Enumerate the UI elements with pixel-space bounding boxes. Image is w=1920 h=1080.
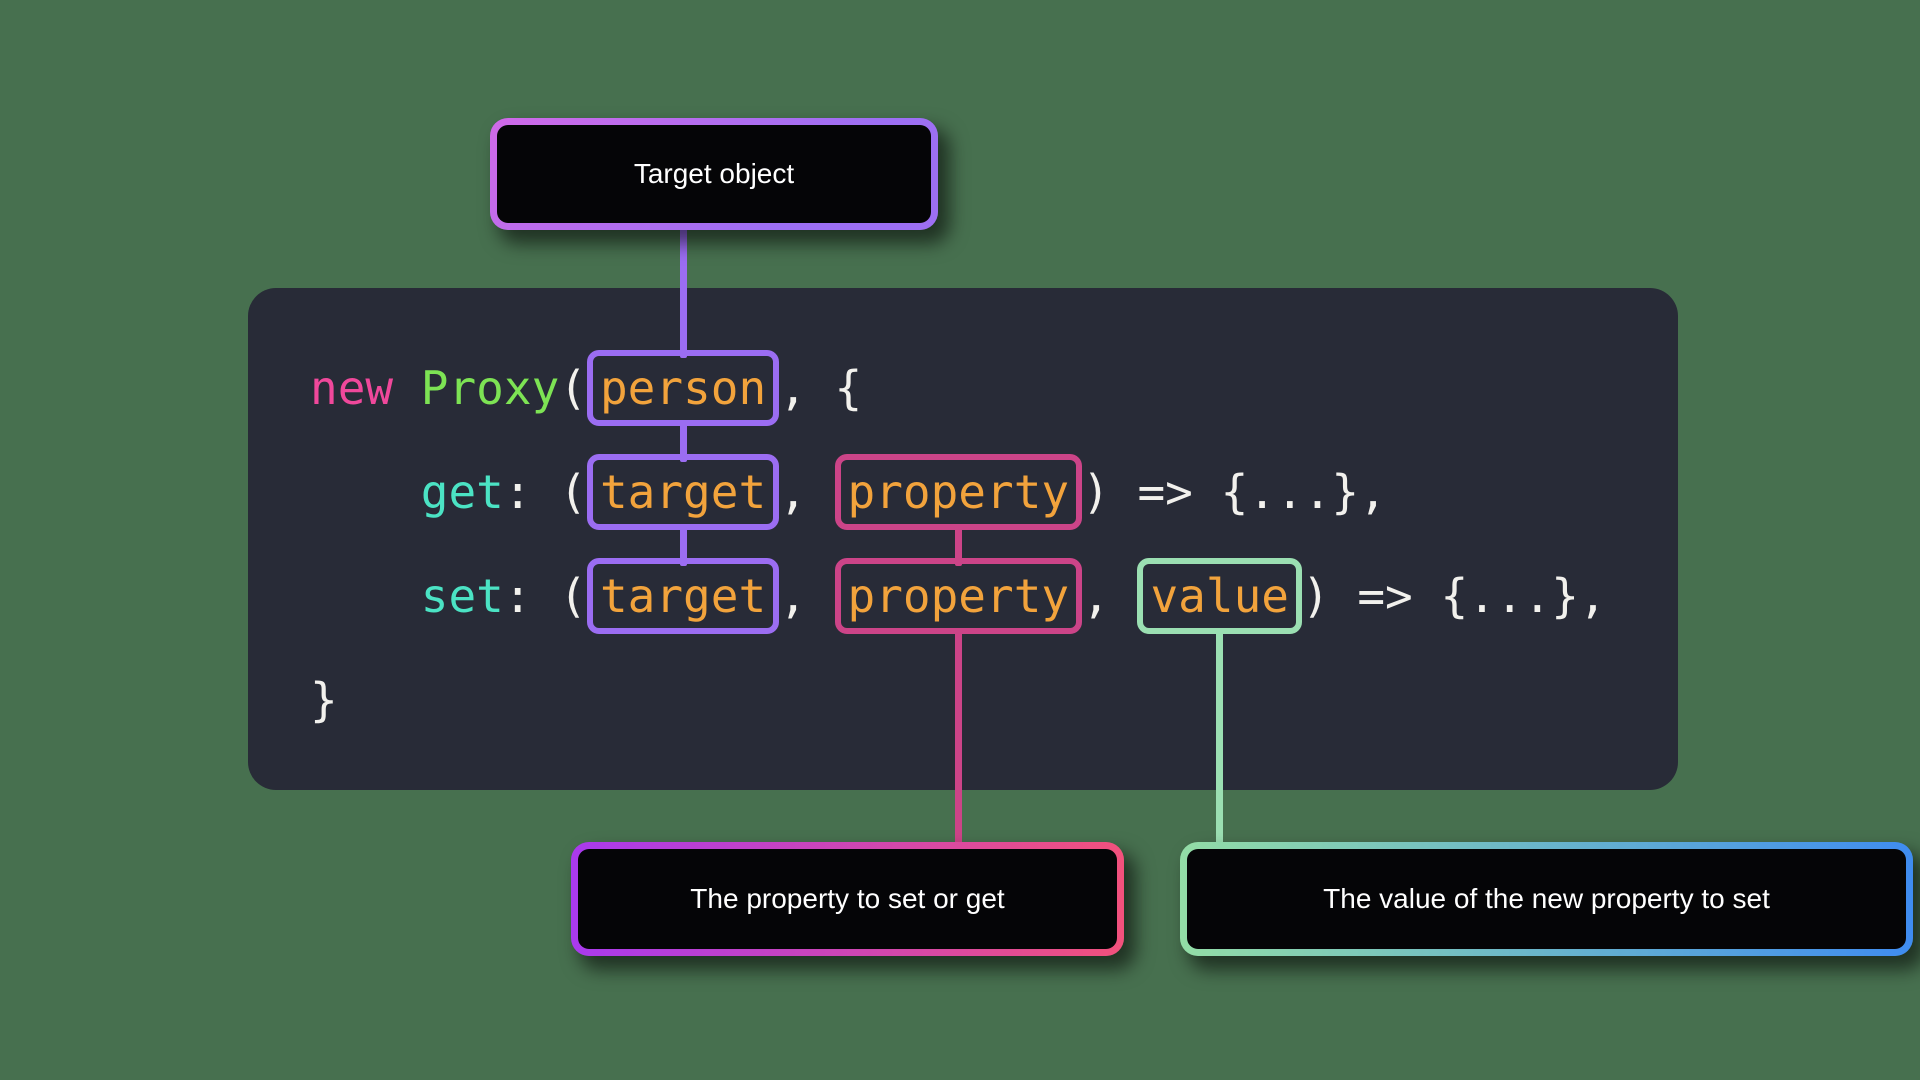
code-token: ) => {...}, [1301,569,1607,623]
connector-target-label-to-person [679,224,687,358]
callout-target-object-text: Target object [633,158,795,189]
code-line: new Proxy(person, { [310,336,1678,440]
connector-value-to-value-label [1216,628,1224,850]
code-token: , { [779,361,863,415]
callout-property: The property to set or get [571,842,1124,956]
param-box-person: person [586,350,780,426]
code-token: , [779,569,835,623]
callout-target-object: Target object [490,118,938,230]
code-token: get [420,465,504,519]
code-line: } [310,648,1678,752]
code-token: : ( [503,465,587,519]
param-box-prop-get: property [834,454,1083,530]
connector-prop-get-to-prop-set [954,524,962,566]
code-line: get: (target, property) => {...}, [310,440,1678,544]
code-token [393,361,421,415]
callout-value: The value of the new property to set [1180,842,1913,956]
code-token: ) => {...}, [1082,465,1387,519]
code-block: new Proxy(person, { get: (target, proper… [248,288,1678,790]
code-token [310,569,421,623]
connector-target-get-to-target-set [679,524,687,566]
code-token: } [310,673,338,727]
connector-person-to-target-get [679,420,687,462]
code-token: ( [559,361,587,415]
code-token: Proxy [420,361,560,415]
code-token: , [1082,569,1138,623]
code-token: , [779,465,835,519]
param-box-value: value [1137,558,1302,634]
code-token: new [310,361,394,415]
code-token: set [420,569,504,623]
param-box-target-set: target [586,558,780,634]
callout-property-text: The property to set or get [690,883,1005,914]
code-token [310,465,421,519]
param-box-target-get: target [586,454,780,530]
param-box-prop-set: property [834,558,1083,634]
callout-value-text: The value of the new property to set [1323,883,1770,914]
connector-prop-set-to-prop-label [954,628,962,850]
code-token: : ( [503,569,587,623]
code-line: set: (target, property, value) => {...}, [310,544,1678,648]
